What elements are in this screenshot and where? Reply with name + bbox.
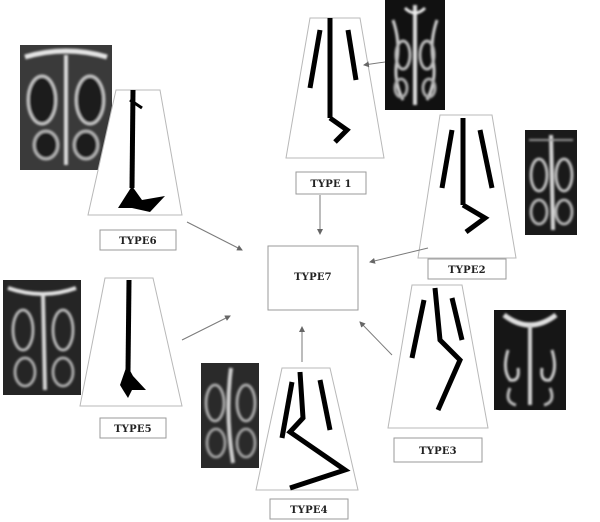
label-box-type4: TYPE4 — [269, 498, 349, 520]
schematic-type5 — [79, 277, 183, 407]
arrow-type2-to-type7 — [369, 247, 429, 264]
label-type1: TYPE 1 — [310, 179, 351, 190]
schematic-type2 — [417, 114, 517, 259]
label-box-type1: TYPE 1 — [295, 171, 367, 195]
ct-image-type3 — [494, 310, 566, 410]
connector-arrows — [181, 61, 429, 362]
label-type6: TYPE6 — [119, 236, 157, 247]
schematic-type4 — [255, 367, 359, 491]
arrow-ct1-to-schematic1 — [363, 61, 386, 68]
arrow-type5-to-type7 — [181, 315, 231, 341]
ct-image-type4 — [201, 363, 259, 468]
ct-image-type5 — [3, 280, 81, 395]
label-type4: TYPE4 — [290, 505, 328, 516]
ct-image-type2 — [525, 130, 577, 235]
arrow-type3-to-type7 — [359, 321, 393, 356]
label-box-type6: TYPE6 — [99, 229, 177, 251]
arrow-type6-to-type7 — [186, 221, 243, 251]
label-type3: TYPE3 — [419, 446, 457, 457]
label-box-type5: TYPE5 — [99, 417, 167, 439]
center-box-type7: TYPE7 — [267, 245, 359, 311]
schematic-type6 — [87, 89, 183, 216]
label-type5: TYPE5 — [114, 424, 152, 435]
schematic-type3 — [387, 284, 489, 429]
schematic-type1 — [285, 17, 385, 159]
label-box-type3: TYPE3 — [393, 437, 483, 463]
ct-image-type1 — [385, 0, 445, 110]
ct-image-type6 — [20, 45, 112, 170]
label-box-type2: TYPE2 — [427, 258, 507, 280]
label-type2: TYPE2 — [448, 265, 486, 276]
label-type7: TYPE7 — [294, 272, 332, 283]
